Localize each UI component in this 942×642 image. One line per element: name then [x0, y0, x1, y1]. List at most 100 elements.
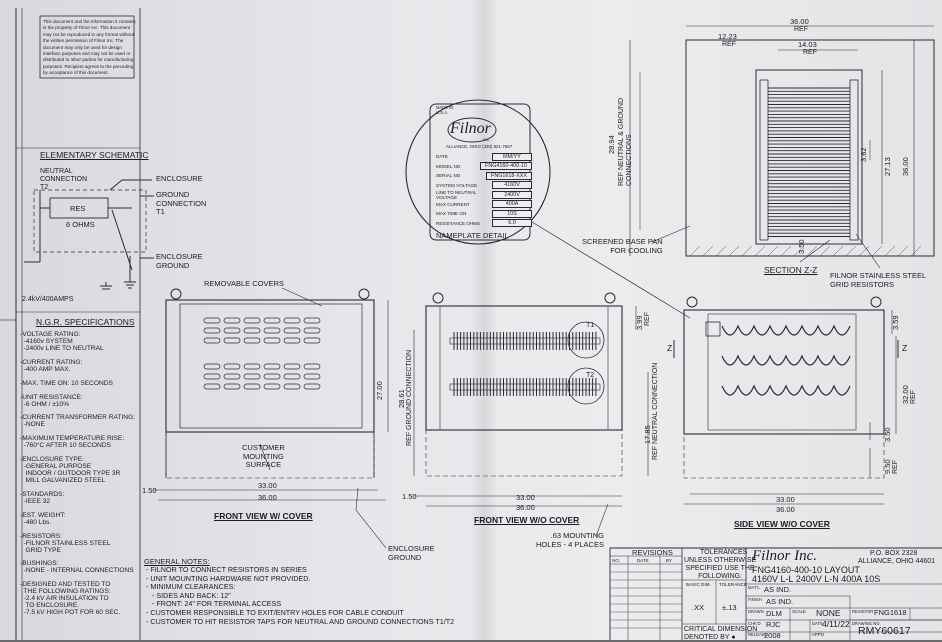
drawing-title-1: FNG4160-400-10 LAYOUT	[752, 565, 860, 575]
front-cover-title: FRONT VIEW W/ COVER	[214, 511, 313, 521]
ngr-specs-list: -VOLTAGE RATING: -4160v SYSTEM -2400v LI…	[20, 331, 135, 617]
dim-2894: 28.94	[607, 135, 616, 154]
release-key: RELEASE	[748, 632, 768, 637]
enclosure-dashed-box	[33, 189, 147, 253]
louver-slot	[283, 373, 301, 380]
louver-slot	[303, 317, 321, 324]
nameplate-row-label: MAX TIME ON	[436, 211, 467, 217]
po-box: P.O. BOX 2328	[870, 550, 918, 557]
louver-slot	[223, 363, 241, 370]
ngr-spec-line: -MAXIMUM TEMPERATURE RISE:	[20, 435, 125, 443]
side-resistor-coil	[721, 384, 851, 396]
ngr-spec-line: -MAX. TIME ON: 10 SECONDS	[20, 379, 113, 387]
louver-slot	[283, 317, 301, 324]
nameplate-row-value: 2400V	[492, 190, 532, 199]
base-pan-hatch	[858, 245, 870, 257]
critical-dimension: CRITICAL DIMENSION DENOTED BY ●	[684, 626, 758, 642]
louver-slot	[283, 363, 301, 370]
louver-slot	[283, 383, 301, 390]
ref-ground-connection: REF GROUND CONNECTION	[406, 349, 413, 446]
dim-399-ref: REF	[644, 312, 651, 326]
tolerance-label: TOLERANCE	[719, 582, 747, 587]
note-line: - MINIMUM CLEARANCES:	[146, 582, 236, 592]
base-pan-hatch	[741, 245, 753, 257]
disclaimer-line: This document and the information it con…	[43, 19, 136, 24]
side-resistor-coil	[721, 324, 851, 336]
dim-ref-top: REF	[794, 26, 808, 33]
nameplate-logo-oval	[447, 117, 497, 143]
res-label: RES	[70, 204, 86, 213]
ngr-spec-line: -NONE - INTERNAL CONNECTIONS	[20, 567, 134, 575]
louver-slot	[243, 337, 261, 344]
dim-3300-nocover: 33.00	[516, 493, 535, 502]
rev-col-by: BY	[666, 558, 673, 563]
side-view-title: SIDE VIEW W/O COVER	[734, 519, 830, 529]
paper-fold	[470, 0, 498, 640]
ngr-spec-line: -760°C AFTER 10 SECONDS	[20, 442, 111, 450]
dim-3600-front: 36.00	[258, 493, 277, 502]
nameplate-row: MAX TIME ON 10S	[436, 209, 532, 219]
removable-covers-label: REMOVABLE COVERS	[204, 279, 284, 288]
disclaimer-line: purposes. Recipient agrees to the preced…	[43, 63, 134, 69]
louver-slot	[243, 363, 261, 370]
notes-title: GENERAL NOTES:	[144, 557, 210, 566]
nameplate-row-value: FNG4160-400-10	[480, 162, 532, 171]
base-pan-hatch	[910, 245, 922, 257]
louver-slot	[243, 373, 261, 380]
base-pan-hatch	[897, 245, 909, 257]
front-nocover-title: FRONT VIEW W/O COVER	[474, 515, 580, 525]
dim-359: 3.59	[891, 315, 900, 330]
nameplate-row-label: MODEL NO	[436, 163, 461, 169]
ngr-spec-line: -ENCLOSURE TYPE:	[20, 456, 84, 464]
note-line: - SIDES AND BACK: 12"	[146, 590, 231, 600]
dim-3600-side: 36.00	[776, 505, 795, 514]
finish-key: FINISH	[748, 597, 762, 602]
louver-slot	[263, 363, 281, 370]
drawn-key: DRAWN	[748, 609, 764, 614]
dim-1403: 14.03	[798, 40, 817, 49]
city: ALLIANCE, OHIO 44601	[858, 558, 936, 565]
rev-col-no: NO.	[612, 558, 621, 563]
louver-slot	[303, 327, 321, 334]
dim-350-section: 3.50	[797, 239, 806, 254]
disclaimer-line: is the property of Filnor Inc. This docu…	[43, 25, 130, 31]
ngr-spec-line: -FILNOR STAINLESS STEEL	[20, 539, 111, 547]
chkd-value: RJC	[766, 620, 781, 629]
louver-slot	[223, 373, 241, 380]
nameplate-row-label: RESISTANCE OHMS	[436, 220, 481, 226]
base-pan-hatch	[884, 245, 896, 257]
louver-slot	[203, 363, 221, 370]
dim-2713: 27.13	[883, 157, 892, 176]
ngr-spec-line: -2.4 kV AIR INSULATION TO	[20, 595, 109, 603]
date-key: DATE	[812, 621, 823, 626]
dim-3200-ref: REF	[910, 390, 917, 404]
louver-slot	[283, 337, 301, 344]
nameplate-row-label: SERIAL NO	[436, 173, 461, 179]
ngr-spec-line: -EST. WEIGHT:	[20, 511, 66, 519]
nameplate-row: RESISTANCE OHMS 6.0	[436, 219, 532, 229]
louver-slot	[263, 317, 281, 324]
dim-3300-side: 33.00	[776, 495, 795, 504]
nameplate-row-label: MAX CURRENT	[436, 201, 470, 207]
nameplate-row-value: 6.0	[492, 219, 532, 228]
nameplate-row-label: SYSTEM VOLTAGE	[436, 182, 478, 188]
ngr-spec-line: -STANDARDS:	[20, 490, 65, 498]
matl-key: MAT'L	[748, 585, 760, 590]
dim-150-front: 1.50	[142, 486, 157, 495]
nameplate-row-value: 10S	[492, 209, 532, 218]
dim-1223: 12.23	[718, 32, 737, 41]
ngr-spec-line: -CURRENT RATING:	[20, 358, 83, 366]
base-pan-hatch	[689, 245, 701, 257]
ngr-spec-line: -UNIT RESISTANCE:	[20, 393, 83, 401]
drawn-value: DLM	[766, 609, 782, 618]
base-pan-hatch	[754, 245, 766, 257]
finish-value: AS IND.	[766, 597, 794, 606]
appd-key: APP'D	[812, 632, 825, 637]
base-pan-hatch	[767, 245, 779, 257]
disclaimer-line: distributed to other parties for manufac…	[43, 57, 134, 63]
louver-slot	[243, 383, 261, 390]
nameplate-caption: NAMEPLATE DETAIL	[436, 231, 509, 240]
